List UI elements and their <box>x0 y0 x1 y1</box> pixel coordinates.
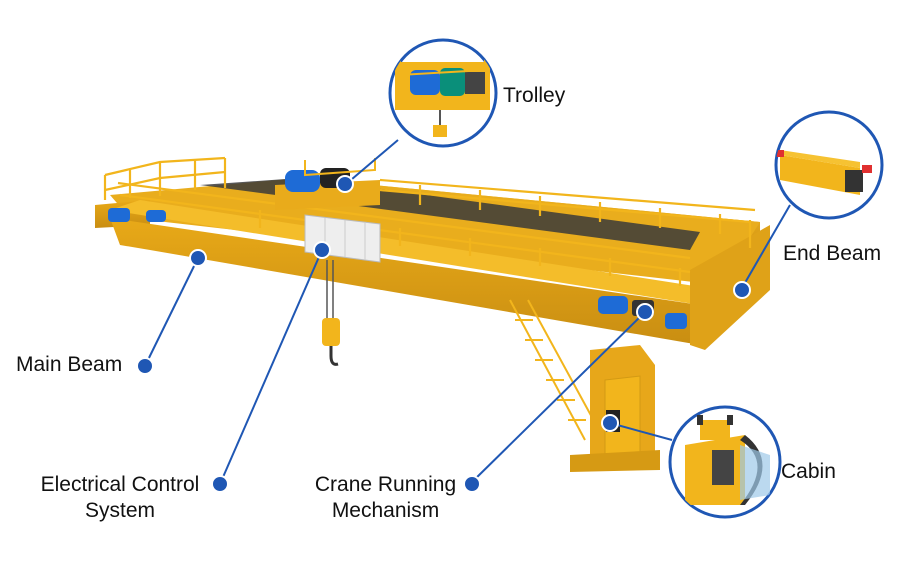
front-main-beam-top <box>110 200 720 305</box>
crane-running-label: Crane Running Mechanism <box>303 472 468 524</box>
left-motor-2 <box>146 210 166 222</box>
crane-running-line1: Crane Running <box>314 473 457 496</box>
trolley-dot <box>336 175 354 193</box>
running-dot <box>636 303 654 321</box>
crane-deck <box>110 178 760 285</box>
trolley-detail-bubble <box>388 38 498 148</box>
running-label-dot <box>463 475 481 493</box>
cabin-dot <box>601 414 619 432</box>
trolley-leader <box>344 139 399 186</box>
end-beam-leader <box>741 204 791 289</box>
crane-hook <box>322 260 340 366</box>
front-main-beam-side <box>110 218 700 345</box>
left-motor <box>108 208 130 222</box>
callout-lines <box>144 139 791 485</box>
cabin-column <box>570 345 660 472</box>
electrical-control-label: Electrical Control System <box>28 472 212 524</box>
crane-body <box>95 156 770 472</box>
running-motor <box>598 296 628 314</box>
electrical-dot <box>313 241 331 259</box>
main-beam-label: Main Beam <box>16 353 123 376</box>
main-beam-dot <box>189 249 207 267</box>
cabin-leader <box>609 422 673 441</box>
electrical-leader <box>219 249 323 485</box>
end-beam-label: End Beam <box>783 242 882 265</box>
trolley-label: Trolley <box>503 84 566 107</box>
running-leader <box>469 311 646 485</box>
crane-running-line2: Mechanism <box>331 499 440 522</box>
main-beam-leader <box>144 257 199 367</box>
staircase <box>509 299 601 441</box>
electrical-label-dot <box>211 475 229 493</box>
end-beam-dot <box>733 281 751 299</box>
cabin-label: Cabin <box>781 460 836 483</box>
right-end-beam <box>690 225 770 350</box>
main-beam-label-dot <box>136 357 154 375</box>
front-railing <box>103 156 756 286</box>
end-beam-detail-bubble <box>774 110 884 220</box>
electrical-control-line1: Electrical Control <box>40 473 200 496</box>
trolley-on-crane <box>275 158 380 210</box>
electrical-control-line2: System <box>84 499 155 522</box>
running-motor-2 <box>665 313 687 329</box>
cabin-detail-bubble <box>668 405 782 519</box>
callout-dots <box>136 175 751 493</box>
